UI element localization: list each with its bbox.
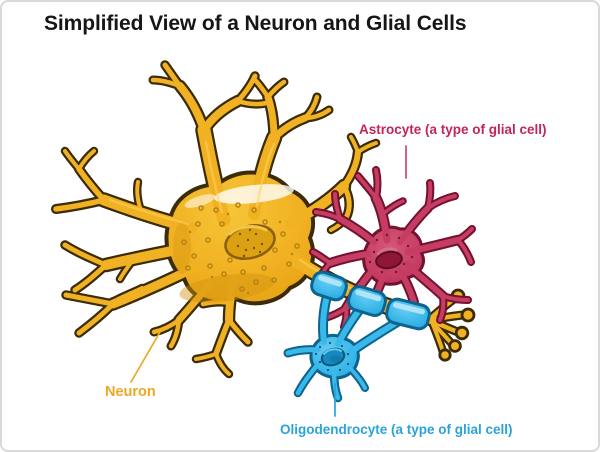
nucleus-speckles: [236, 228, 264, 258]
astrocyte-nucleus: [375, 250, 403, 270]
astrocyte-details: [368, 233, 414, 274]
astrocyte-speckles: [368, 233, 414, 274]
neuron-label: Neuron: [105, 384, 156, 400]
myelin-segment: [310, 270, 348, 302]
dendrites: [53, 62, 378, 376]
oligodendrocyte-label: Oligodendrocyte (a type of glial cell): [280, 422, 513, 437]
organelle-dots: [188, 212, 294, 295]
myelin-segment: [385, 297, 431, 331]
astrocyte-cell: [309, 166, 476, 331]
organelle-speckles: [181, 202, 300, 292]
neuron-leader-line: [130, 331, 161, 383]
oligodendrocyte-details: [314, 341, 350, 372]
astrocyte-label: Astrocyte (a type of glial cell): [359, 122, 547, 137]
oligodendrocyte-speckles: [314, 341, 350, 372]
myelin-segment: [347, 284, 387, 318]
leader-lines: [130, 145, 407, 417]
myelin-sheath: [310, 270, 431, 331]
page-title: Simplified View of a Neuron and Glial Ce…: [44, 12, 467, 35]
